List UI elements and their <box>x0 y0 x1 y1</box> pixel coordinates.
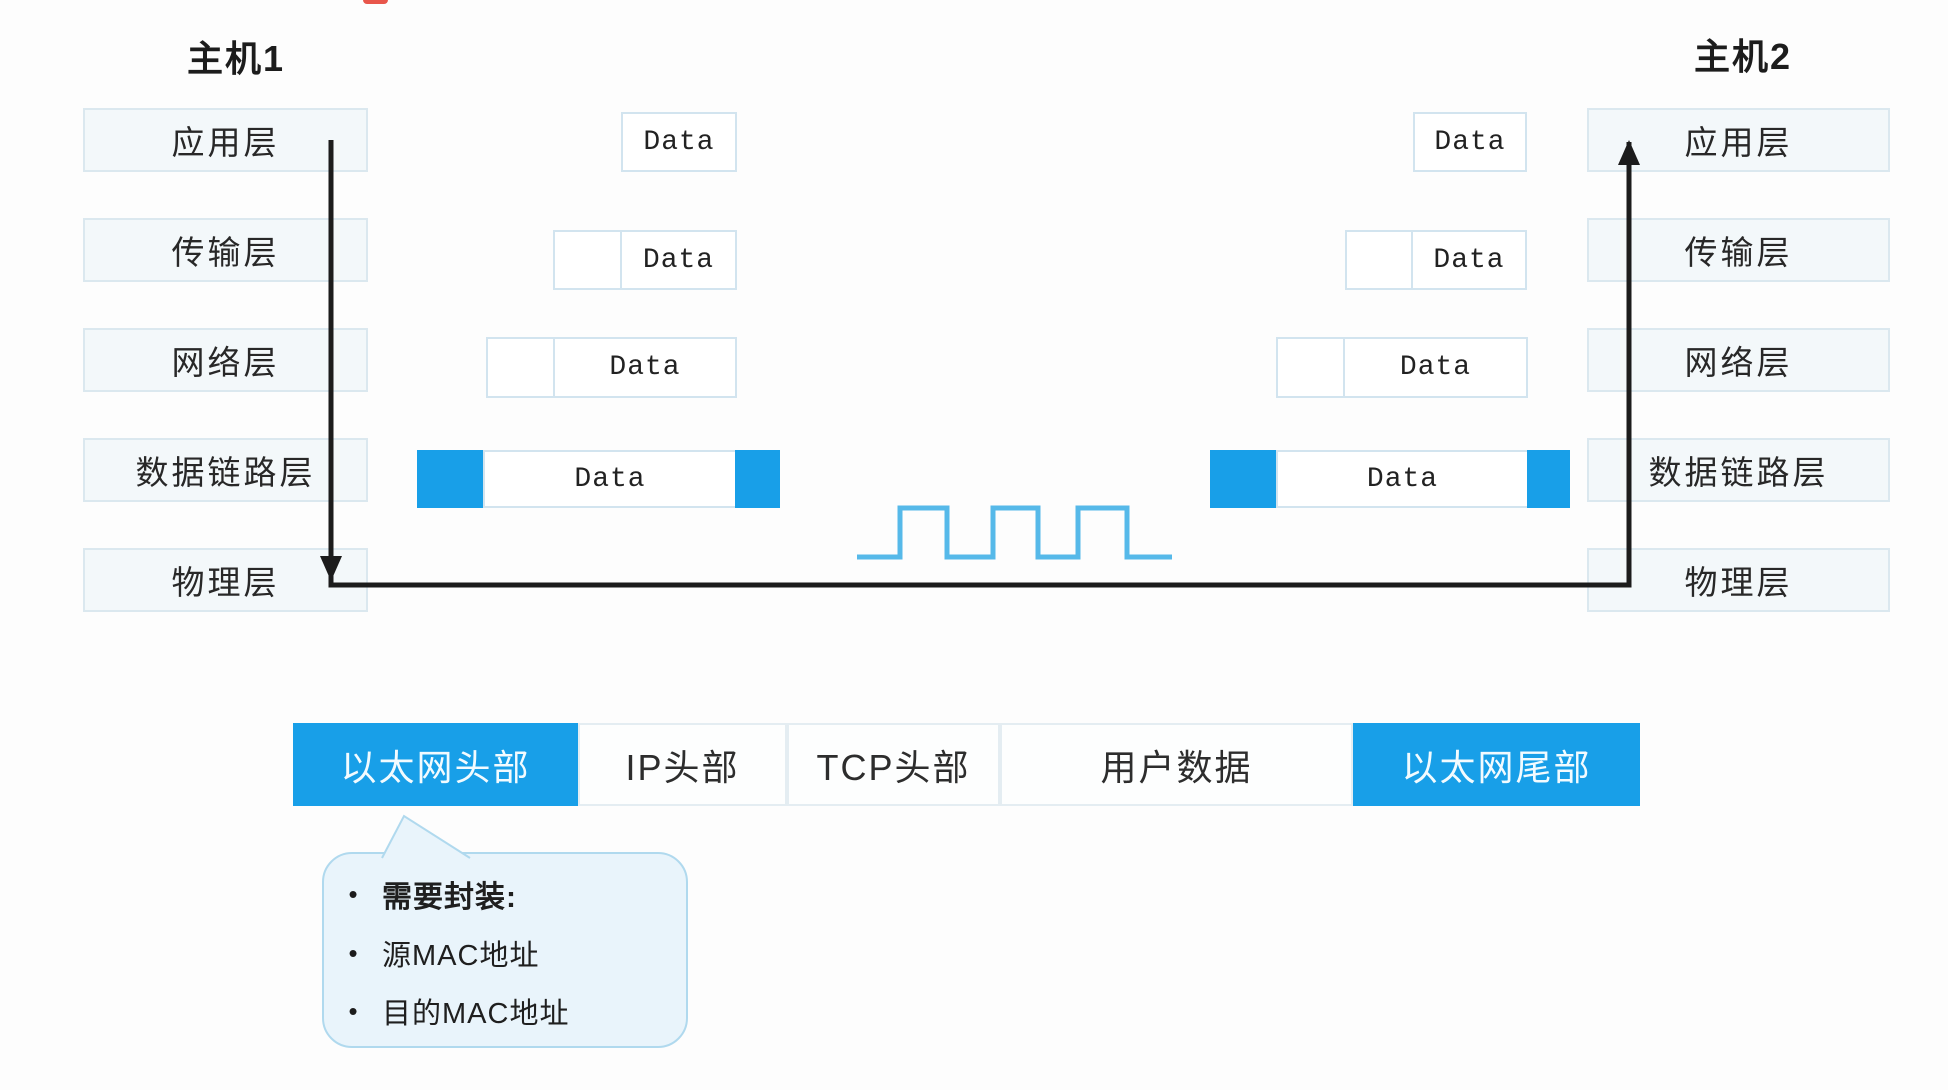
pdu-datalink-left: Data <box>417 450 780 508</box>
frame-trailer-cell <box>735 450 780 508</box>
layer-box-host2-network: 网络层 <box>1587 328 1890 392</box>
pdu-datalink-right: Data <box>1210 450 1570 508</box>
callout-text: 需要封装: <box>382 881 517 914</box>
pdu-transport-left: Data <box>553 230 737 290</box>
callout-item: • 源MAC地址 <box>324 932 686 974</box>
pdu-data-cell: Data <box>620 230 737 290</box>
pdu-data-cell: Data <box>1413 112 1527 172</box>
callout-text: 目的MAC地址 <box>382 998 570 1030</box>
pdu-data-cell: Data <box>1343 337 1528 398</box>
frame-header-cell <box>417 450 485 508</box>
segment-ethernet-trailer: 以太网尾部 <box>1353 723 1640 806</box>
layer-box-host2-datalink: 数据链路层 <box>1587 438 1890 502</box>
layer-box-host2-physical: 物理层 <box>1587 548 1890 612</box>
layer-box-host2-application: 应用层 <box>1587 108 1890 172</box>
bullet-icon: • <box>348 937 358 968</box>
host2-title: 主机2 <box>1693 36 1793 77</box>
pdu-application-left: Data <box>621 112 737 172</box>
pdu-header-cell <box>486 337 555 398</box>
callout-bubble: • 需要封装: • 源MAC地址 • 目的MAC地址 <box>322 852 688 1048</box>
callout-item: • 目的MAC地址 <box>324 990 686 1032</box>
red-artifact <box>363 0 388 4</box>
frame-trailer-cell <box>1527 450 1570 508</box>
layer-box-host1-transport: 传输层 <box>83 218 368 282</box>
pdu-network-left: Data <box>486 337 737 398</box>
callout-item: • 需要封装: <box>324 872 686 916</box>
segment-ip-header: IP头部 <box>578 723 787 806</box>
layer-box-host1-application: 应用层 <box>83 108 368 172</box>
pdu-application-right: Data <box>1413 112 1527 172</box>
signal-waveform <box>857 505 1172 560</box>
bullet-icon: • <box>348 995 358 1026</box>
pdu-data-cell: Data <box>553 337 737 398</box>
segment-ethernet-header: 以太网头部 <box>293 723 578 806</box>
pdu-data-cell: Data <box>1411 230 1527 290</box>
layer-box-host1-physical: 物理层 <box>83 548 368 612</box>
pdu-data-cell: Data <box>621 112 737 172</box>
pdu-header-cell <box>1345 230 1413 290</box>
pdu-data-cell: Data <box>1276 450 1529 508</box>
frame-header-cell <box>1210 450 1278 508</box>
segment-tcp-header: TCP头部 <box>787 723 1000 806</box>
layer-box-host2-transport: 传输层 <box>1587 218 1890 282</box>
bullet-icon: • <box>348 878 358 909</box>
pdu-header-cell <box>553 230 622 290</box>
host1-title: 主机1 <box>186 38 286 79</box>
layer-box-host1-datalink: 数据链路层 <box>83 438 368 502</box>
segment-user-data: 用户数据 <box>1000 723 1353 806</box>
pdu-header-cell <box>1276 337 1345 398</box>
pdu-transport-right: Data <box>1345 230 1527 290</box>
layer-box-host1-network: 网络层 <box>83 328 368 392</box>
pdu-network-right: Data <box>1276 337 1528 398</box>
callout-text: 源MAC地址 <box>382 940 540 972</box>
pdu-data-cell: Data <box>483 450 737 508</box>
